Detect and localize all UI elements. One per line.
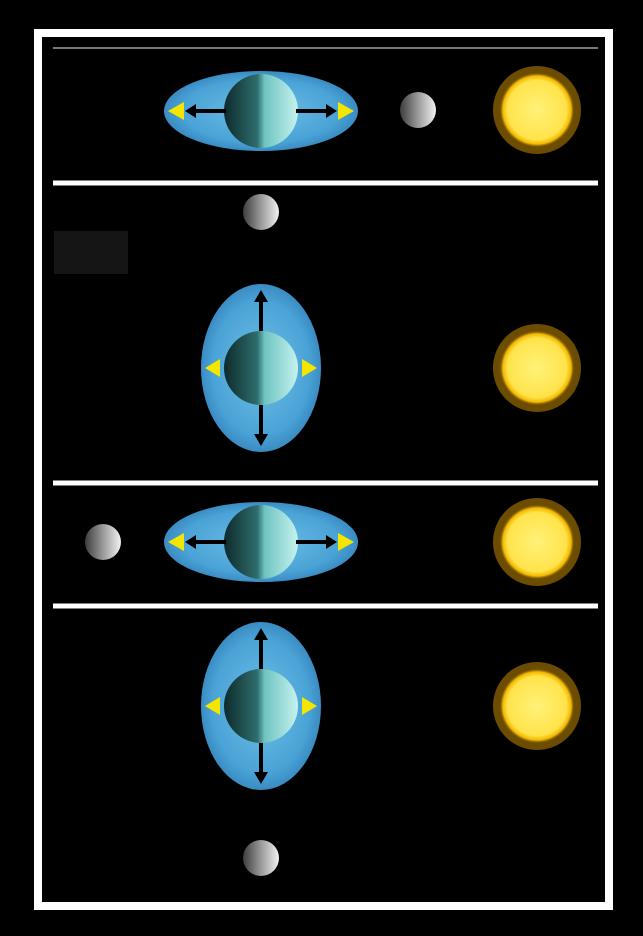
arrow-left-head — [185, 535, 196, 549]
arrow-down-head — [254, 434, 268, 446]
arrow-down-head — [254, 772, 268, 784]
yellow-arrow-left — [168, 533, 184, 551]
arrow-up-head — [254, 628, 268, 640]
yellow-arrow-left — [205, 697, 220, 715]
panel-1 — [164, 66, 581, 154]
panel-2 — [201, 194, 581, 452]
sun — [499, 330, 575, 406]
arrow-right-head — [326, 535, 337, 549]
yellow-arrow-right — [302, 697, 317, 715]
sun — [499, 668, 575, 744]
sun — [499, 504, 575, 580]
arrow-left-head — [185, 104, 196, 118]
moon — [243, 194, 279, 230]
moon — [400, 92, 436, 128]
moon — [85, 524, 121, 560]
hidden-label-box — [54, 231, 128, 274]
yellow-arrow-right — [302, 359, 317, 377]
earth — [224, 505, 298, 579]
panel-4 — [201, 622, 581, 876]
arrow-right-head — [326, 104, 337, 118]
sun — [499, 72, 575, 148]
earth — [224, 669, 298, 743]
panel-3 — [85, 498, 581, 586]
moon — [243, 840, 279, 876]
earth — [224, 74, 298, 148]
outer-frame — [34, 29, 613, 910]
yellow-arrow-right — [338, 102, 354, 120]
yellow-arrow-left — [168, 102, 184, 120]
earth — [224, 331, 298, 405]
arrow-up-head — [254, 290, 268, 302]
yellow-arrow-left — [205, 359, 220, 377]
yellow-arrow-right — [338, 533, 354, 551]
